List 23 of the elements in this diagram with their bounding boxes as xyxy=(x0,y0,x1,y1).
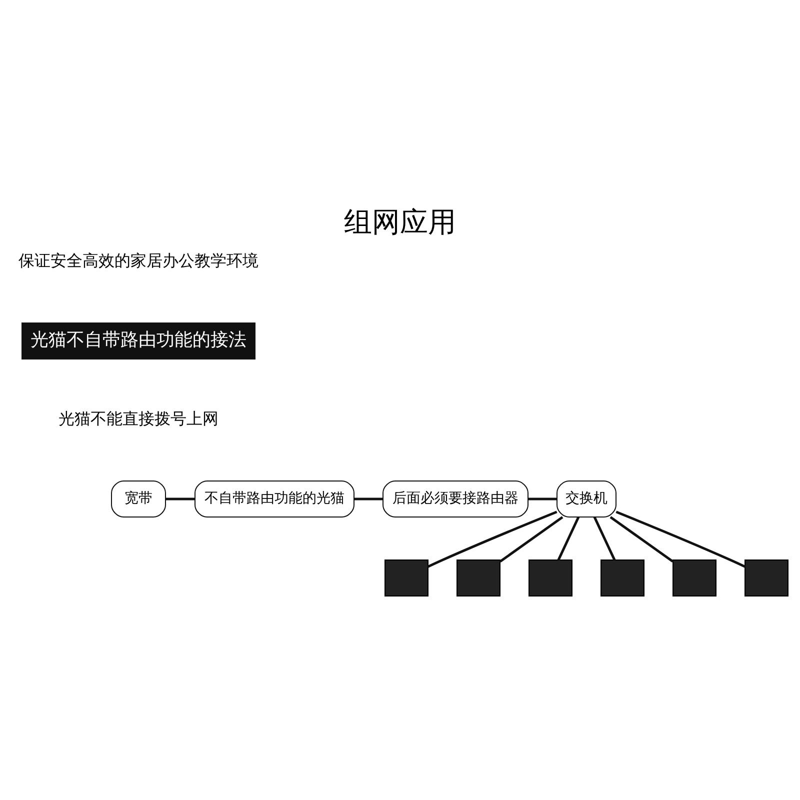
label: 光猫不能直接拨号上网 xyxy=(58,408,218,428)
connector xyxy=(499,516,564,562)
node-box xyxy=(528,559,572,596)
connector xyxy=(593,516,616,560)
connector xyxy=(616,510,746,568)
node-box: 交换机 xyxy=(556,480,616,517)
diagram-title: 组网应用 xyxy=(344,204,456,238)
node-box xyxy=(384,559,428,596)
label: 保证安全高效的家居办公教学环境 xyxy=(18,250,258,270)
node-box xyxy=(456,559,500,596)
node-box xyxy=(744,559,788,596)
node-box: 不自带路由功能的光猫 xyxy=(194,480,354,517)
node-box xyxy=(672,559,716,596)
connector xyxy=(557,516,580,560)
node-box: 宽带 xyxy=(111,480,166,517)
node-box xyxy=(600,559,644,596)
connector xyxy=(166,497,195,500)
connector xyxy=(428,510,558,568)
connector xyxy=(528,497,557,500)
connector xyxy=(354,497,383,500)
connector xyxy=(610,516,674,562)
node-box: 光猫不自带路由功能的接法 xyxy=(22,322,256,359)
node-box: 后面必须要接路由器 xyxy=(382,480,528,517)
